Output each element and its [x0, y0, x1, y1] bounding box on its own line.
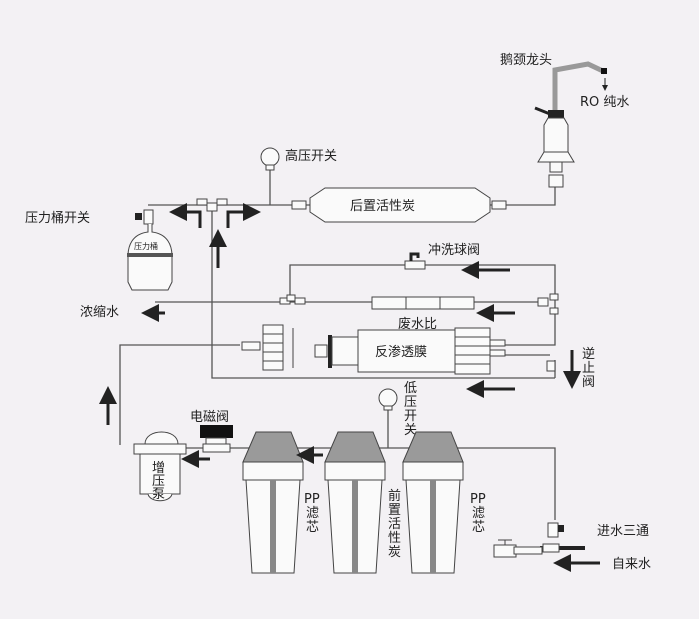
arrow-to-tank: [169, 203, 202, 228]
tap: [493, 539, 543, 558]
label-text: 前: [388, 488, 401, 504]
pp-filter-1: [242, 431, 304, 574]
right-tee: [537, 293, 559, 315]
label-text: 泵: [152, 487, 165, 502]
ro-membrane: [314, 327, 506, 375]
label-text: 滤: [306, 506, 319, 521]
label-text: 性: [388, 531, 401, 546]
tee-fitting: [196, 198, 228, 212]
label-text: 阀: [582, 375, 595, 390]
high-pressure-switch-label: 高压开关: [285, 148, 337, 164]
label-text: PP: [304, 492, 320, 507]
post-carbon-filter: [291, 187, 507, 223]
check-valve: [546, 360, 556, 372]
label-text: PP: [470, 492, 486, 507]
left-tee: [279, 294, 306, 305]
pre-carbon-filter: [324, 431, 386, 574]
label-text: 芯: [472, 520, 485, 535]
label-text: 芯: [306, 520, 319, 535]
pp-filter-2-label: PP 滤 芯: [470, 492, 486, 535]
faucet-label: 鹅颈龙头: [500, 52, 552, 68]
label-text: 增: [152, 461, 165, 476]
label-text: 置: [388, 503, 401, 518]
pp-filter-2: [402, 431, 464, 574]
solenoid-valve-label: 电磁阀: [190, 410, 229, 425]
label-text: 压: [404, 395, 417, 410]
gooseneck-faucet: [534, 61, 608, 188]
tank-valve: [135, 209, 154, 225]
tank-valve-label: 压力桶开关: [25, 211, 90, 226]
arrow-to-post-carbon: [226, 203, 261, 228]
pre-carbon-label: 前 置 活 性 炭: [388, 488, 401, 560]
solenoid-valve: [200, 425, 233, 453]
flush-valve-label: 冲洗球阀: [428, 243, 480, 258]
concentrate-label: 浓缩水: [80, 304, 119, 320]
label-text: 活: [388, 517, 401, 532]
flow-arrows: [99, 203, 600, 572]
high-pressure-switch: [260, 147, 280, 171]
inlet-tee-label: 进水三通: [597, 524, 649, 539]
pressure-tank: 压力桶: [127, 224, 173, 291]
flush-ball-valve: [404, 252, 426, 270]
label-text: 止: [582, 361, 595, 376]
pp-filter-1-label: PP 滤 芯: [304, 492, 320, 535]
waste-ratio-label: 废水比: [398, 316, 437, 332]
label-text: 低: [404, 381, 417, 396]
tank-label: 压力桶: [134, 241, 158, 251]
check-valve-label: 逆 止 阀: [582, 346, 595, 390]
label-text: 炭: [388, 545, 401, 560]
inlet-tee: [542, 522, 564, 553]
ro-membrane-label: 反渗透膜: [375, 345, 427, 360]
ro-water-label: RO 纯水: [580, 95, 629, 110]
waste-ratio-valve: [371, 296, 475, 310]
label-text: 压: [152, 474, 165, 489]
label-text: 逆: [582, 346, 595, 362]
pump-outlet-connector: [241, 324, 294, 371]
post-carbon-label: 后置活性炭: [350, 199, 415, 214]
booster-pump: 增 压 泵: [133, 431, 187, 502]
low-pressure-switch-label: 低 压 开 关: [404, 381, 417, 438]
label-text: 关: [404, 423, 417, 438]
tap-water-label: 自来水: [612, 557, 651, 572]
low-pressure-switch: [378, 388, 398, 411]
label-text: 滤: [472, 506, 485, 521]
label-text: 开: [404, 409, 417, 424]
